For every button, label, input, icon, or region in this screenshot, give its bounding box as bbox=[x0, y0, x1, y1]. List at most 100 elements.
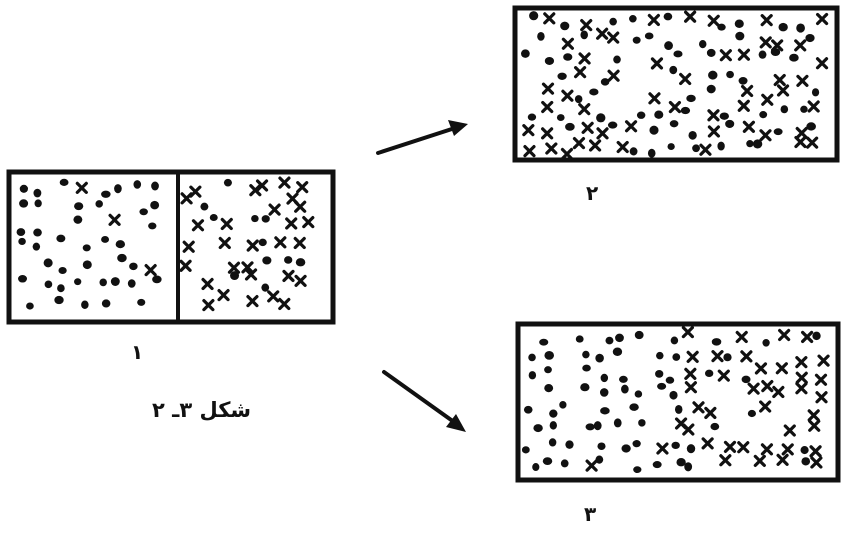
particle-dot bbox=[726, 70, 734, 79]
particle-cross bbox=[778, 328, 791, 342]
particle-cross bbox=[679, 72, 692, 86]
particle-cross bbox=[607, 31, 620, 44]
particle-cross bbox=[699, 143, 712, 156]
particle-cross bbox=[684, 10, 697, 23]
particle-dot bbox=[548, 438, 557, 447]
particle-dot bbox=[629, 403, 639, 411]
particle-dot bbox=[82, 260, 92, 270]
particle-cross bbox=[191, 219, 205, 232]
particle-cross bbox=[776, 84, 790, 97]
particle-cross bbox=[294, 274, 307, 288]
particle-cross bbox=[775, 362, 788, 375]
particle-cross bbox=[817, 354, 830, 367]
particle-dot bbox=[261, 283, 270, 292]
particle-dot bbox=[261, 215, 270, 223]
particle-cross bbox=[684, 367, 697, 380]
particle-dot bbox=[619, 375, 628, 383]
particle-cross bbox=[241, 261, 254, 274]
particle-cross bbox=[596, 127, 609, 140]
box-1-dots-region bbox=[16, 178, 162, 310]
particle-cross bbox=[711, 350, 724, 363]
particle-dot bbox=[230, 271, 240, 281]
particle-dot bbox=[556, 114, 565, 121]
particle-dot bbox=[600, 78, 610, 86]
particle-cross bbox=[202, 298, 215, 312]
particle-dot bbox=[738, 76, 748, 85]
particle-dot bbox=[725, 119, 735, 128]
particle-cross bbox=[759, 129, 772, 142]
particle-dot bbox=[596, 113, 606, 123]
particle-dot bbox=[621, 444, 631, 453]
particle-dot bbox=[762, 338, 770, 347]
particle-cross bbox=[760, 443, 774, 456]
particle-dot bbox=[796, 23, 805, 33]
particle-dot bbox=[674, 405, 683, 414]
particle-dot bbox=[595, 353, 604, 363]
box-3-label: ۳ bbox=[584, 502, 597, 526]
particle-cross bbox=[794, 39, 807, 52]
particle-dot bbox=[152, 275, 162, 284]
particle-dot bbox=[542, 457, 553, 465]
particle-dot bbox=[284, 256, 293, 264]
particle-cross bbox=[737, 48, 751, 61]
particle-cross bbox=[808, 419, 821, 432]
particle-cross bbox=[588, 139, 602, 152]
particle-cross bbox=[581, 121, 594, 134]
particle-cross bbox=[740, 350, 753, 363]
particle-cross bbox=[255, 179, 269, 192]
particle-cross bbox=[182, 240, 195, 253]
particle-dot bbox=[706, 84, 716, 94]
particle-dot bbox=[747, 409, 756, 418]
box-2-label: ۲ bbox=[586, 181, 599, 205]
particle-cross bbox=[807, 409, 820, 422]
particle-dot bbox=[139, 208, 148, 216]
particle-dot bbox=[33, 228, 42, 237]
particle-dot bbox=[800, 105, 808, 113]
particle-dot bbox=[557, 72, 567, 80]
particle-cross bbox=[723, 440, 737, 453]
particle-dot bbox=[575, 335, 584, 343]
particle-cross bbox=[814, 373, 828, 386]
particle-dot bbox=[649, 125, 659, 135]
particle-dot bbox=[549, 409, 558, 418]
particle-dot bbox=[773, 128, 783, 136]
particle-cross bbox=[541, 82, 555, 95]
box-2-frame bbox=[512, 5, 840, 163]
particle-cross bbox=[220, 217, 233, 231]
particle-cross bbox=[747, 382, 760, 395]
particle-dot bbox=[805, 33, 815, 43]
particle-dot bbox=[633, 466, 642, 474]
particle-cross bbox=[201, 277, 214, 291]
particle-dot bbox=[560, 21, 570, 31]
particle-cross bbox=[278, 297, 291, 311]
particle-cross bbox=[541, 127, 554, 140]
particle-dot bbox=[539, 338, 549, 346]
particle-cross bbox=[794, 135, 807, 149]
particle-dot bbox=[585, 423, 595, 431]
particle-cross bbox=[274, 236, 287, 249]
particle-cross bbox=[735, 330, 748, 344]
particle-dot bbox=[723, 353, 732, 362]
particle-dot bbox=[734, 19, 744, 28]
particle-cross bbox=[108, 213, 121, 226]
particle-dot bbox=[34, 199, 42, 208]
particle-dot bbox=[117, 253, 127, 263]
particle-dot bbox=[58, 267, 67, 275]
particle-dot bbox=[43, 258, 53, 268]
particle-dot bbox=[632, 36, 641, 44]
particle-dot bbox=[600, 373, 609, 383]
particle-dot bbox=[719, 112, 729, 120]
particle-cross bbox=[180, 192, 193, 205]
particle-dot bbox=[559, 401, 567, 409]
particle-cross bbox=[246, 239, 259, 252]
particle-dot bbox=[692, 144, 700, 153]
particle-dot bbox=[593, 421, 602, 431]
particle-cross bbox=[707, 14, 720, 27]
particle-dot bbox=[73, 215, 83, 224]
particle-dot bbox=[759, 111, 768, 119]
particle-cross bbox=[648, 92, 661, 105]
particle-dot bbox=[735, 31, 745, 41]
particle-dot bbox=[669, 65, 678, 75]
